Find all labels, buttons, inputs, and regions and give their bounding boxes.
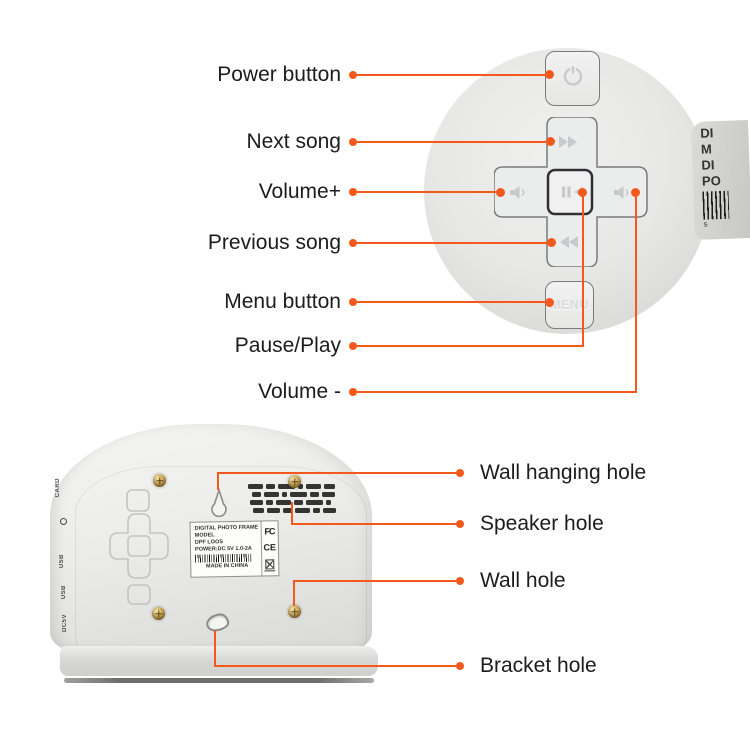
callout-line: [217, 472, 219, 490]
power-button: [545, 51, 600, 106]
screw: [288, 475, 301, 488]
edge-sticker-text: M: [700, 141, 713, 157]
callout-line: [356, 345, 584, 347]
callout-line: [356, 301, 547, 303]
edge-sticker-text: DI: [701, 157, 715, 173]
callout-dot: [456, 469, 464, 477]
barcode: [702, 190, 730, 220]
frame-bottom-edge: [60, 646, 378, 676]
callout-pause-play: Pause/Play: [234, 334, 341, 357]
callout-dot: [545, 70, 554, 79]
callout-previous-song: Previous song: [207, 231, 341, 254]
wall-hanging-hole: [208, 487, 230, 525]
callout-dot: [456, 577, 464, 585]
callout-power-button: Power button: [217, 63, 341, 86]
product-label-sticker: DIGITAL PHOTO FRAME MODEL DPF LOOS POWER…: [189, 520, 280, 578]
callout-line: [214, 630, 216, 667]
callout-volume-minus: Volume -: [258, 380, 341, 403]
callout-dot: [547, 238, 556, 247]
callout-bracket-hole: Bracket hole: [480, 654, 597, 677]
callout-dot: [349, 188, 357, 196]
callout-dot: [349, 239, 357, 247]
embossed-dpad: [109, 489, 169, 605]
menu-button-label: MENU: [550, 298, 589, 312]
callout-dot: [349, 298, 357, 306]
port-label-usb: USB: [59, 554, 65, 569]
callout-line: [214, 665, 457, 667]
callout-wall-hanging-hole: Wall hanging hole: [480, 461, 647, 484]
next-song-icon: [546, 128, 590, 156]
callout-line: [356, 74, 547, 76]
callout-dot: [578, 188, 587, 197]
fcc-mark: FC: [264, 525, 275, 537]
weee-bin-icon: [265, 559, 275, 570]
callout-dot: [456, 520, 464, 528]
callout-line: [635, 193, 637, 393]
barcode: [195, 553, 252, 563]
port-label-dc: DC5V: [62, 614, 68, 633]
callout-line: [356, 141, 548, 143]
device-edge-label-fragment: DI M DI PO s: [690, 120, 750, 240]
callout-dot: [349, 138, 357, 146]
power-icon: [562, 65, 584, 92]
screw: [152, 607, 165, 620]
port-label-card: CARD: [55, 478, 61, 498]
ce-mark: CE: [263, 542, 277, 553]
callout-line: [356, 191, 498, 193]
callout-line: [291, 523, 457, 525]
callout-line: [293, 580, 295, 606]
port-label-usb: USB: [61, 585, 67, 600]
headphone-icon: [60, 518, 67, 525]
volume-minus-icon: [600, 178, 644, 206]
callout-dot: [349, 342, 357, 350]
made-in-label: MADE IN CHINA: [205, 562, 249, 570]
frame-bottom-shadow: [64, 678, 374, 683]
callout-line: [217, 472, 457, 474]
callout-menu-button: Menu button: [224, 290, 341, 313]
callout-next-song: Next song: [246, 130, 341, 153]
edge-sticker-footer: s: [703, 219, 708, 229]
callout-line: [293, 580, 457, 582]
callout-dot: [456, 662, 464, 670]
screw: [153, 474, 166, 487]
edge-sticker-text: DI: [700, 125, 714, 141]
sticker-line: POWER:DC 5V 1.0-2A: [194, 545, 252, 553]
callout-dot: [631, 188, 640, 197]
callout-dot: [349, 388, 357, 396]
callout-dot: [545, 298, 554, 307]
callout-volume-plus: Volume+: [258, 180, 341, 203]
callout-dot: [349, 71, 357, 79]
callout-dot: [496, 188, 505, 197]
callout-line: [291, 502, 293, 524]
callout-line: [356, 242, 549, 244]
callout-line: [582, 193, 584, 347]
previous-song-icon: [546, 228, 590, 256]
callout-speaker-hole: Speaker hole: [480, 512, 604, 535]
speaker-hole-grille: [248, 484, 338, 518]
edge-sticker-text: PO: [701, 173, 722, 189]
callout-line: [356, 391, 637, 393]
wall-hole-screw: [288, 605, 301, 618]
callout-dot: [546, 137, 555, 146]
volume-plus-icon: [496, 178, 540, 206]
callout-wall-hole: Wall hole: [480, 569, 566, 592]
